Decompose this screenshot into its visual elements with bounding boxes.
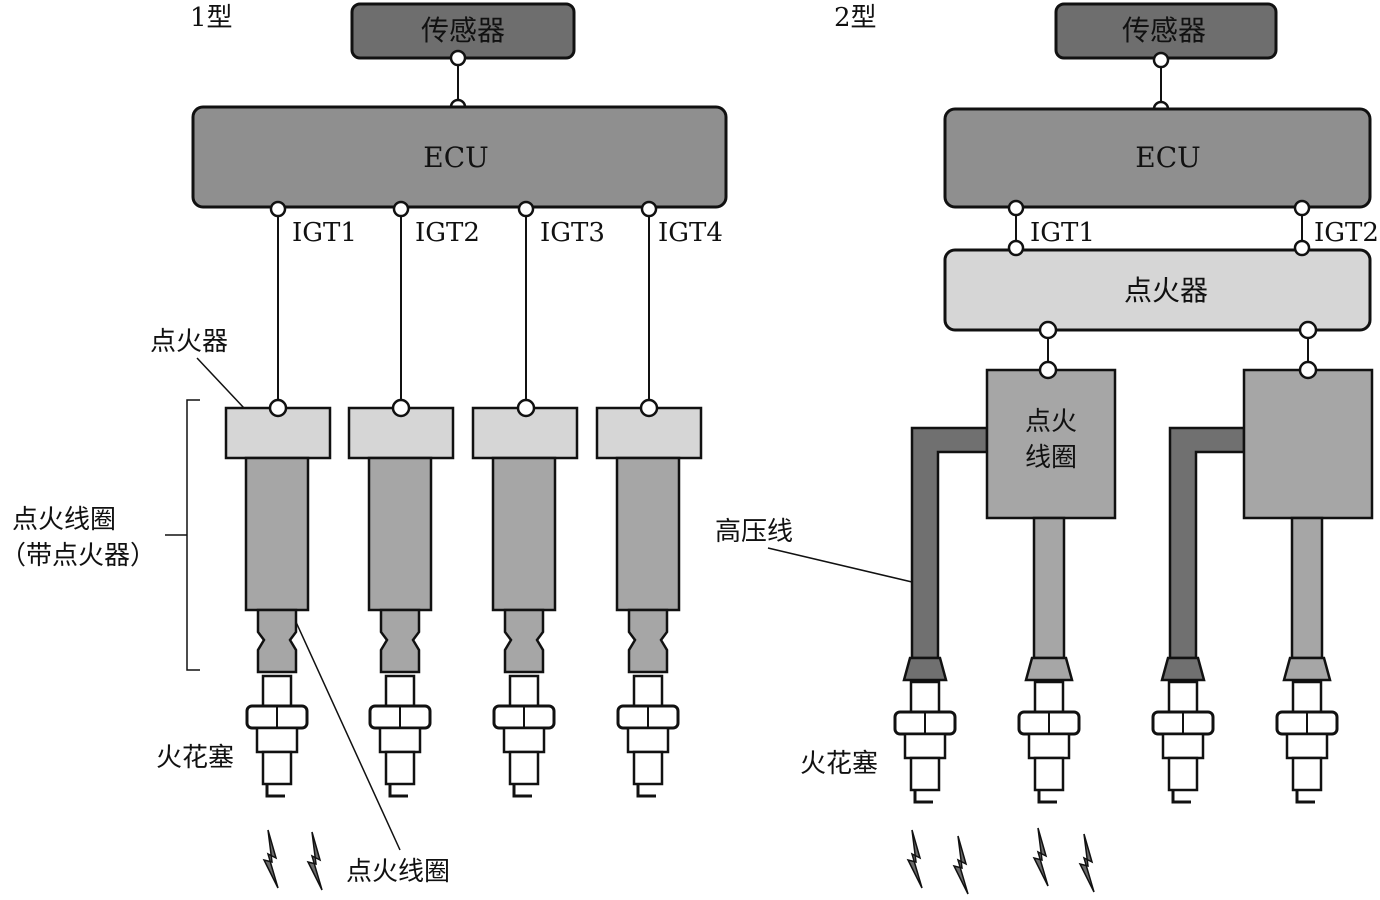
type2-label: 2型 <box>834 3 877 33</box>
type2-coil-2 <box>1242 368 1374 682</box>
type2-spark-plug-4 <box>1275 680 1339 804</box>
type2-ecu-label: ECU <box>1135 141 1200 174</box>
type1-spark-plug-callout: 火花塞 <box>156 743 234 773</box>
type2-spark-icon-3 <box>1033 827 1049 887</box>
type1-spark-plug-2 <box>368 674 432 798</box>
type2-coil-label-line1: 点火 <box>1025 407 1077 437</box>
type1-igt2-label: IGT2 <box>415 218 480 248</box>
type2-spark-plug-2 <box>1017 680 1081 804</box>
type2-igniter-label: 点火器 <box>1124 274 1208 307</box>
type1-coil-callout: 点火线圈 <box>346 857 450 887</box>
type1-sensor-label: 传感器 <box>421 14 505 47</box>
type1-spark-plug-1 <box>245 674 309 798</box>
type2-ecu: ECU <box>943 107 1372 209</box>
type1-igt1-label: IGT1 <box>292 218 357 248</box>
type1-coil-group-label-line2: （带点火器） <box>0 541 156 571</box>
type1-spark-icon-1 <box>263 829 279 889</box>
type1-coil-group-bracket <box>165 399 200 671</box>
type1-coil-pack-4 <box>595 406 703 674</box>
type1-coil-pack-3 <box>471 406 579 674</box>
type1-coil-group-label-line1: 点火线圈 <box>12 505 116 535</box>
type2-hv-wire-2 <box>1160 426 1246 682</box>
type1-spark-plug-4 <box>616 674 680 798</box>
type2-sensor-label: 传感器 <box>1122 14 1206 47</box>
type1-spark-icon-2 <box>307 831 323 891</box>
type2-igniter: 点火器 <box>943 248 1372 332</box>
type1-ecu: ECU <box>191 105 728 209</box>
type2-hv-wire-callout: 高压线 <box>715 517 793 547</box>
type1-label: 1型 <box>190 3 233 33</box>
type1-igt-lines <box>277 209 650 408</box>
type1-spark-plug-3 <box>492 674 556 798</box>
type2-igt1-label: IGT1 <box>1030 218 1095 248</box>
type2-spark-plug-1 <box>893 680 957 804</box>
type2-spark-icon-4 <box>1079 833 1095 893</box>
type2-coil-label-line2: 线圈 <box>1025 443 1077 473</box>
type2-coil-1: 点火 线圈 <box>985 368 1117 682</box>
type1-coil-pack-2 <box>347 406 455 674</box>
type2-spark-icon-2 <box>953 835 969 895</box>
type1-igniter-callout: 点火器 <box>150 327 228 357</box>
type1-ecu-label: ECU <box>423 141 488 174</box>
type2-spark-plug-3 <box>1151 680 1215 804</box>
type1-sensor: 传感器 <box>350 2 576 60</box>
type2-sensor: 传感器 <box>1054 2 1278 60</box>
type2-spark-icon-1 <box>907 829 923 889</box>
type1-igt3-label: IGT3 <box>540 218 605 248</box>
type1-coil-pack-1 <box>224 406 332 674</box>
type2-hv-wire-1 <box>902 426 989 682</box>
type2-spark-plug-callout: 火花塞 <box>800 749 878 779</box>
type1-igt4-label: IGT4 <box>658 218 723 248</box>
type2-igt2-label: IGT2 <box>1314 218 1379 248</box>
